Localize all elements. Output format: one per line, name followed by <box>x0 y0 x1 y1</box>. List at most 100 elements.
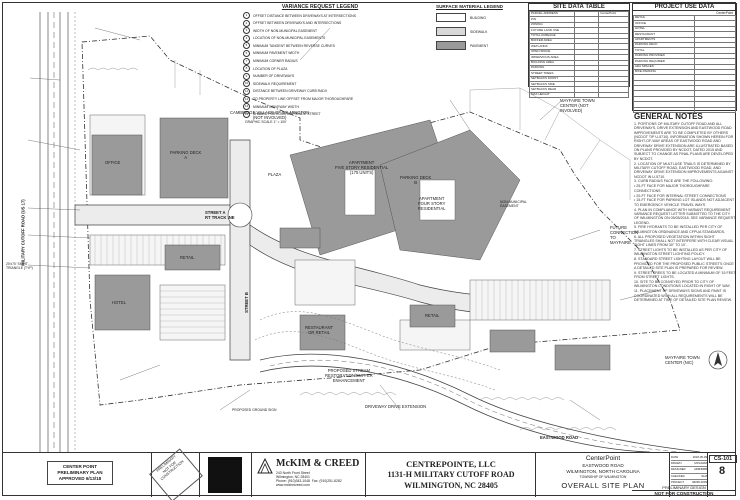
roundabout <box>227 202 253 228</box>
variance-item-label: SHADED PORTIONS OF PRIVATE STREET <box>253 112 321 117</box>
sheet-meta-value: 2018-05-09 <box>692 455 707 459</box>
sheet-meta-key: DATE <box>671 455 679 459</box>
tree-line <box>87 67 617 431</box>
general-note-item: 10. SITE TO BE CONVEYED PRIOR TO CITY OF… <box>634 280 731 289</box>
seal-cell <box>200 453 252 497</box>
table-row <box>632 106 736 114</box>
table-cell <box>632 106 696 114</box>
table-row: MAX HEIGHT <box>529 91 629 99</box>
label-parking-deck-b: PARKING DECK B <box>400 175 432 185</box>
table-cell <box>573 91 600 99</box>
variance-item-label: NUMBER OF DRIVEWAYS <box>253 74 295 79</box>
label-mayfaire: MAYFAIRE TOWN CENTER (NOT INVOLVED) <box>560 98 595 113</box>
variance-item-label: LOCATION OF NON-MUNICIPAL EASEMENTS <box>253 36 326 41</box>
label-military-cutoff: MILITARY CUTOFF ROAD (US 17) <box>20 199 26 266</box>
variance-number-icon: 10 <box>243 80 250 88</box>
general-note-item: • 25-FT FACE FOR MAJOR THOROUGHFARE CONN… <box>634 184 710 193</box>
label-eastwood: EASTWOOD ROAD <box>540 435 579 440</box>
label-apartments-top: APARTMENT FIVE STORY RESIDENTIAL (175 UN… <box>335 160 389 175</box>
project-use-header: CenterPoint <box>716 11 733 15</box>
general-note-item: 11. PLACEMENT OF DRIVEWAYS SIGNS AND PAI… <box>634 289 732 302</box>
site-data-title: SITE DATA TABLE <box>529 4 629 11</box>
surface-item-label: SIDEWALK <box>470 29 488 34</box>
label-apartments-mid: APARTMENT FOUR STORY RESIDENTIAL <box>418 196 446 211</box>
courtyards <box>344 169 456 221</box>
variance-item-label: MINIMUM PAVEMENT WIDTH <box>253 51 300 56</box>
project-cell: CenterPoint EASTWOOD ROAD WILMINGTON, NO… <box>536 453 670 497</box>
sheet-meta-value: 06095-0009 <box>692 479 707 484</box>
general-note-item: • 20-FT FACE FOR INTERNAL STREET CONNECT… <box>634 193 727 198</box>
sheet-title: OVERALL SITE PLAN <box>561 481 645 490</box>
general-note-item: 7. STREET LIGHTS TO BE INSTALLED AS PER … <box>634 248 728 257</box>
variance-item-label: MINIMUM TANGENT BETWEEN REVERSE CURVES <box>253 43 335 48</box>
label-plaza: PLAZA <box>268 172 282 177</box>
surface-items: BUILDING SIDEWALK PAVEMENT <box>436 13 516 50</box>
surface-item: PAVEMENT <box>436 41 516 50</box>
firm-cell: McKIM & CREED 243 North Front Street Wil… <box>252 453 366 497</box>
variance-number-icon: 2 <box>243 19 250 27</box>
variance-item-label: OFFSET DISTANCE BETWEEN DRIVEWAYS AT INT… <box>253 13 356 18</box>
prelim-stamp: PRELIMINARY NOT FOR CONSTRUCTION <box>149 448 203 500</box>
label-stream: PROPOSED STREAM RESTORATION/BUFFER ENHAN… <box>325 368 373 383</box>
label-parking-deck-a: PARKING DECK A <box>170 150 202 160</box>
variance-number-icon: 8 <box>243 65 250 73</box>
variance-item-label: SIDEWALK REQUIREMENT <box>253 81 297 86</box>
sheet-no-cell: CS-101 8 <box>708 453 737 497</box>
property-boundary <box>81 35 681 406</box>
sheet-meta-row: DATE 2018-05-09 <box>671 455 707 462</box>
approval-stamp: CENTER POINT PRELIMINARY PLAN APPROVED 6… <box>47 461 113 485</box>
variance-item-label: MINIMUM CORNER RADIUS <box>253 59 298 64</box>
sheet-meta-key: DRAWN <box>671 461 682 466</box>
sheet-meta-key: CHECKED <box>671 473 685 478</box>
general-notes-list: 1. PORTIONS OF MILITARY CUTOFF ROAD AND … <box>634 122 736 302</box>
project-name: CenterPoint <box>585 455 621 462</box>
variance-number-icon: 14 <box>243 110 250 118</box>
variance-item-label: LOCATION OF PLAZA <box>253 66 288 71</box>
general-note-item: • 15-FT FACE FOR PARKING LOT ISLANDS NOT… <box>634 198 735 207</box>
variance-item-label: OFFSET BETWEEN DRIVEWAYS AND INTERSECTIO… <box>253 21 342 26</box>
general-note-item: 9. STREET TREES TO BE LOCATED A MINIMUM … <box>634 270 736 280</box>
military-cutoff-road <box>39 12 76 452</box>
general-notes-title: GENERAL NOTES <box>634 112 703 121</box>
label-street-b: STREET B <box>243 292 249 313</box>
firm-address: 243 North Front Street Wilmington, NC 28… <box>276 471 342 487</box>
general-note-item: 5. FIRE HYDRANTS TO BE INSTALLED PER CIT… <box>634 225 726 234</box>
label-hotel: HOTEL <box>112 300 126 305</box>
sheet-meta-value: MJS/ARM <box>694 461 707 466</box>
black-seal-box <box>208 457 242 493</box>
sheet-border <box>2 2 736 496</box>
surface-item-label: BUILDING <box>470 15 487 20</box>
variance-number-icon: 5 <box>243 42 250 50</box>
graphic-scale: GRAPHIC SCALE 1" = 100' <box>245 119 287 124</box>
table-cell <box>598 91 629 99</box>
label-retail: RETAIL <box>180 255 195 260</box>
variance-number-icon: 1 <box>243 12 250 19</box>
surface-swatch <box>436 27 466 36</box>
sheet-meta-value: SLM <box>701 473 707 478</box>
label-office: OFFICE <box>105 160 121 165</box>
general-note-item: 6. ALL PROPOSED VEGETATION WITHIN SIGHT … <box>634 234 734 248</box>
general-notes: GENERAL NOTES 1. PORTIONS OF MILITARY CU… <box>634 112 736 303</box>
project-use-title: PROJECT USE DATA <box>633 4 736 11</box>
project-township: TOWNSHIP OF WILMINGTON <box>579 475 627 479</box>
prelim-stamp-cell: PRELIMINARY NOT FOR CONSTRUCTION <box>149 448 203 500</box>
label-drive-ext: DRIVEWAY DRIVE EXTENSION <box>365 404 427 409</box>
label-sight-triangle: 20'x70' SIGHT TRIANGLE (TYP) <box>6 262 33 270</box>
owner-name: CENTREPOINTE, LLC <box>406 459 496 469</box>
